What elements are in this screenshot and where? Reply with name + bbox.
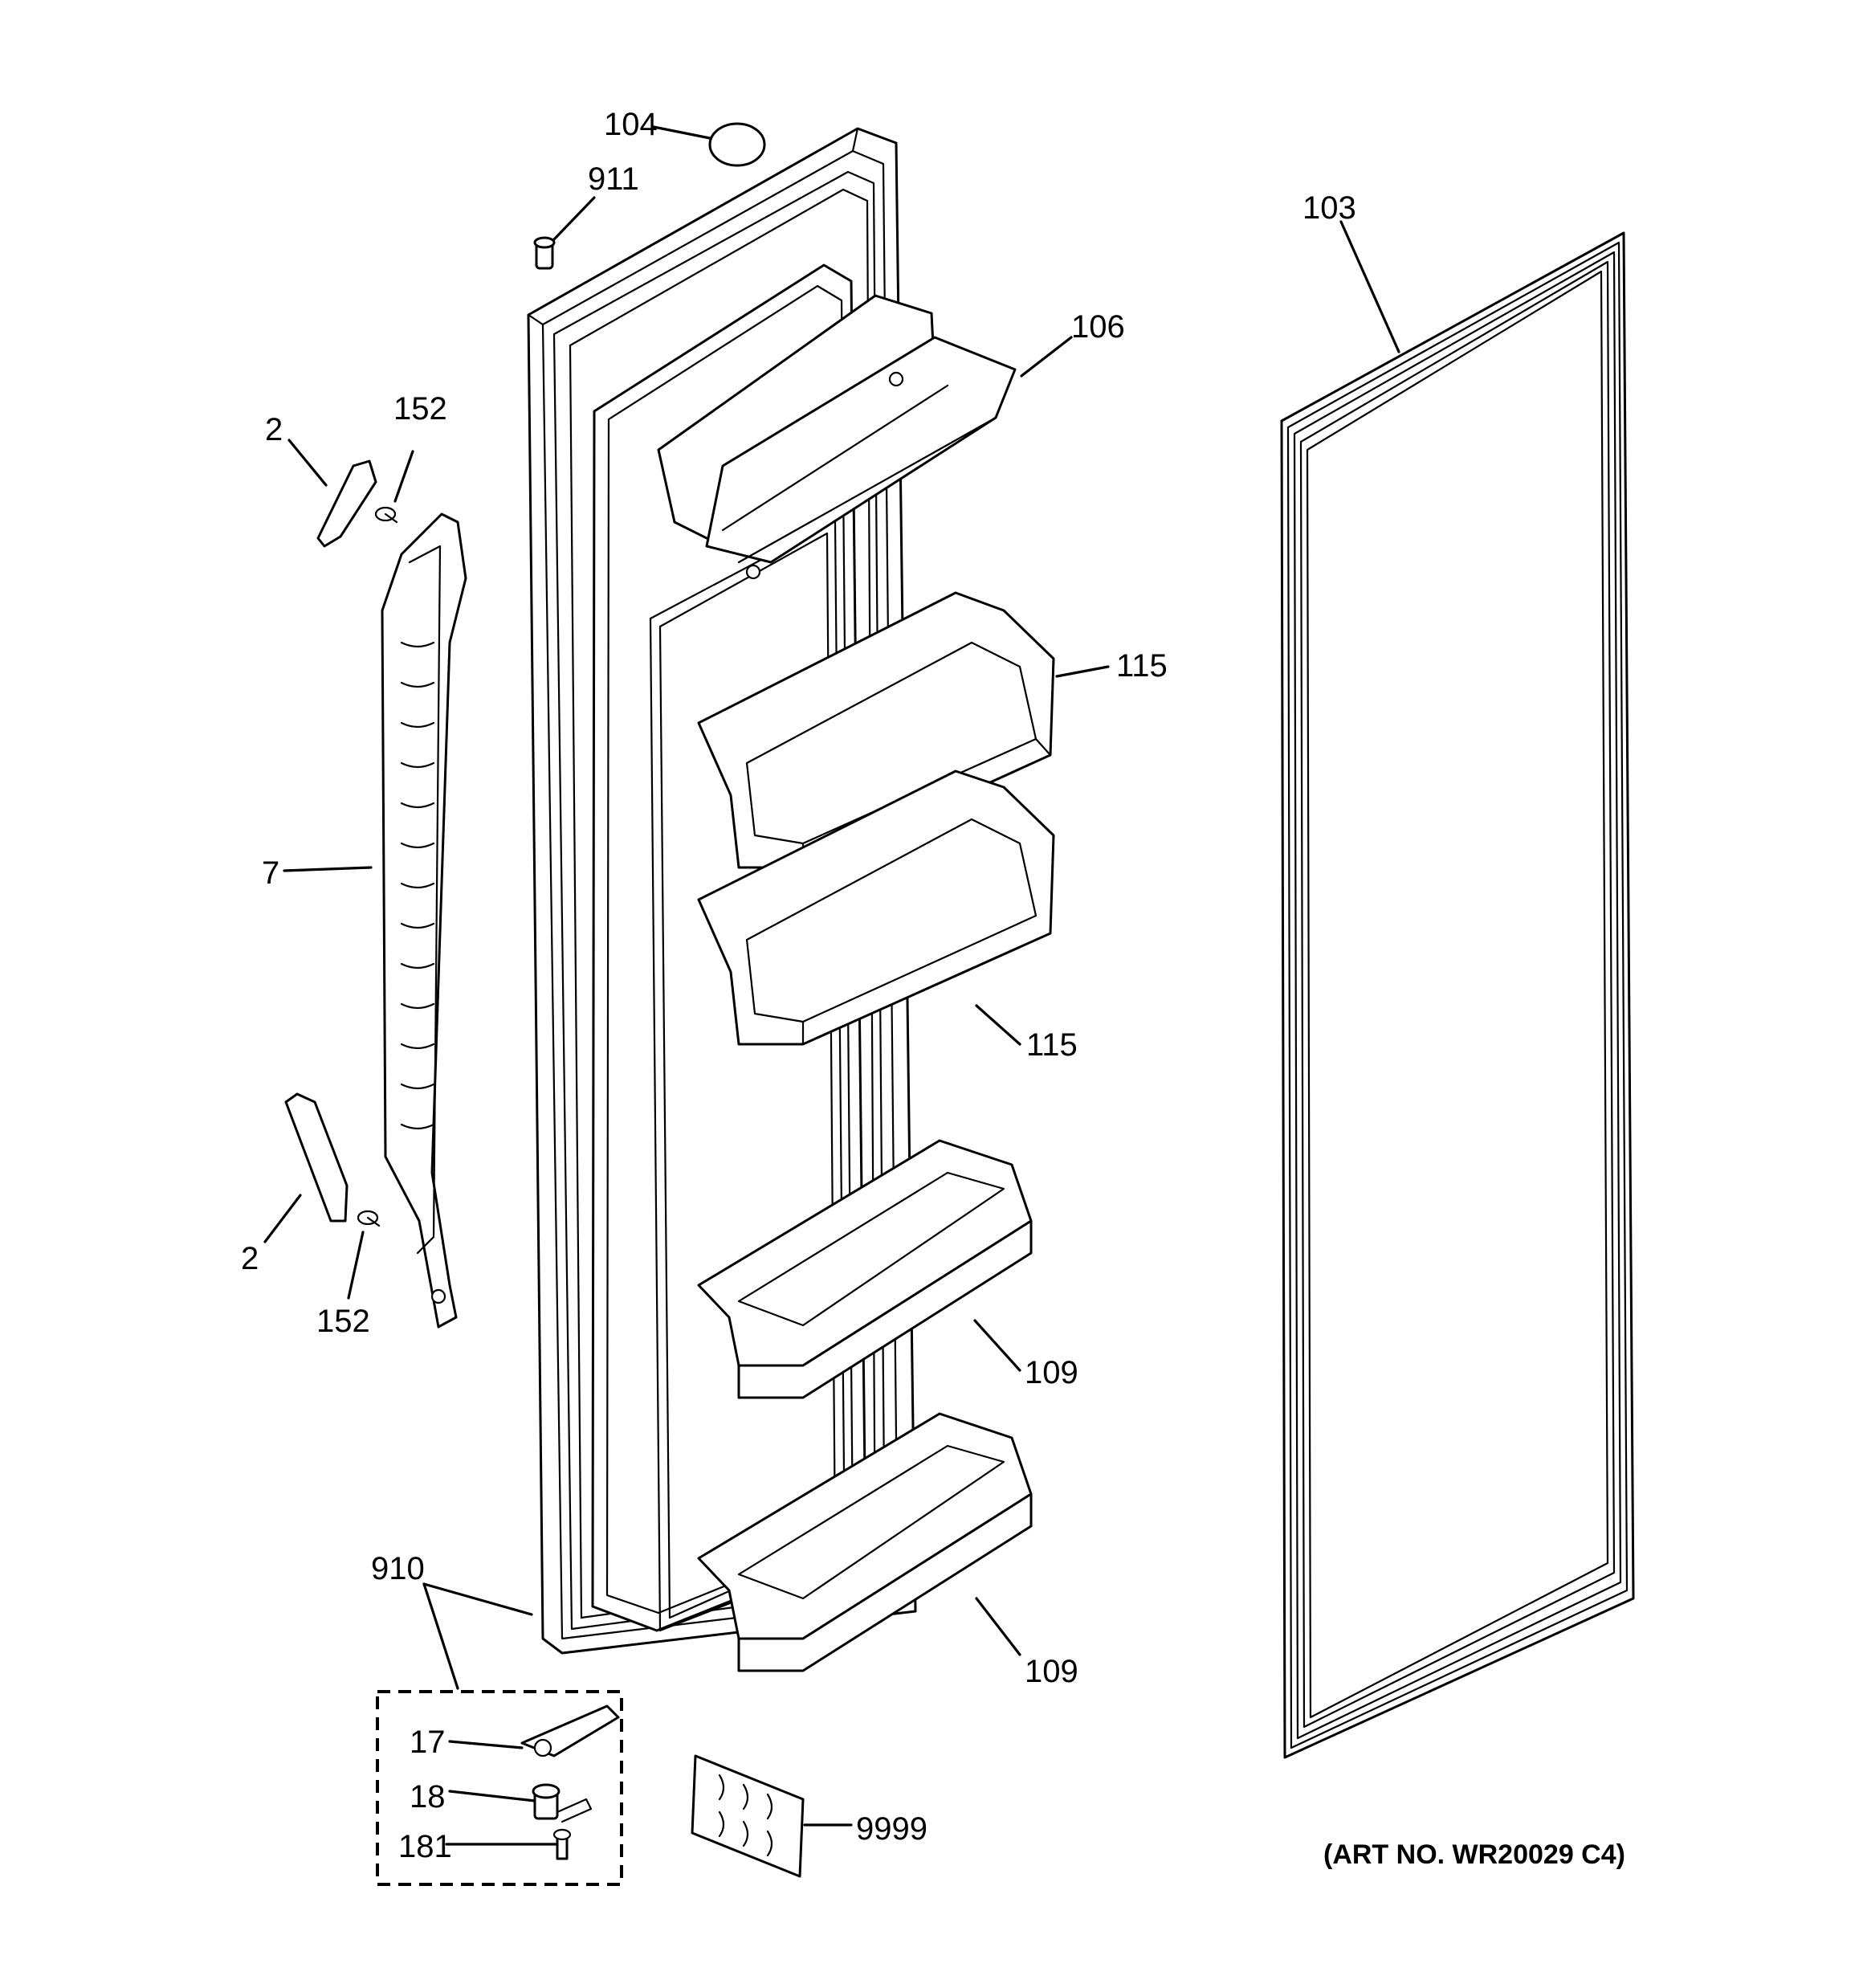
door-gasket [1280,231,1635,1759]
callout-104: 104 [604,107,658,142]
callout-17: 17 [410,1725,446,1760]
callout-910: 910 [371,1551,425,1586]
dairy-compartment [657,294,1017,580]
handle-grip-ridges [400,641,435,1130]
door-bin-lower [697,769,1055,1046]
hinge-pin-bracket [532,1783,593,1823]
callout-152-bottom: 152 [316,1304,370,1339]
screw-bottom [357,1210,381,1227]
callout-152-top: 152 [393,391,447,427]
hinge-plate [520,1704,620,1757]
handle-cap-bottom [284,1092,349,1223]
callout-103: 103 [1302,190,1356,226]
callout-106: 106 [1071,309,1125,345]
gallon-shelf-lower [697,1412,1033,1672]
callout-labels: 104 911 103 106 152 2 115 7 115 2 152 10… [241,107,1356,1864]
art-number: (ART NO. WR20029 C4) [1323,1839,1625,1870]
callout-2-top: 2 [265,412,283,447]
egg-tray [691,1754,805,1878]
callout-115-upper: 115 [1116,648,1168,684]
door-cap [708,122,766,167]
door-handle [381,512,467,1329]
handle-cap-top [316,459,377,548]
callout-109-lower: 109 [1025,1654,1078,1689]
hinge-kit-box [376,1690,623,1886]
hinge-bushing [533,236,556,270]
gallon-shelf-upper [697,1139,1033,1399]
callout-109-upper: 109 [1025,1355,1078,1390]
callout-18: 18 [410,1779,446,1815]
screw-top [374,506,398,524]
callout-911: 911 [588,161,639,197]
leader-lines [263,125,1400,1846]
hinge-screw [552,1828,572,1860]
callout-2-bottom: 2 [241,1241,259,1276]
callout-115-lower: 115 [1026,1027,1078,1063]
callout-181: 181 [398,1829,452,1864]
callout-7: 7 [262,855,279,891]
callout-9999: 9999 [856,1811,927,1847]
